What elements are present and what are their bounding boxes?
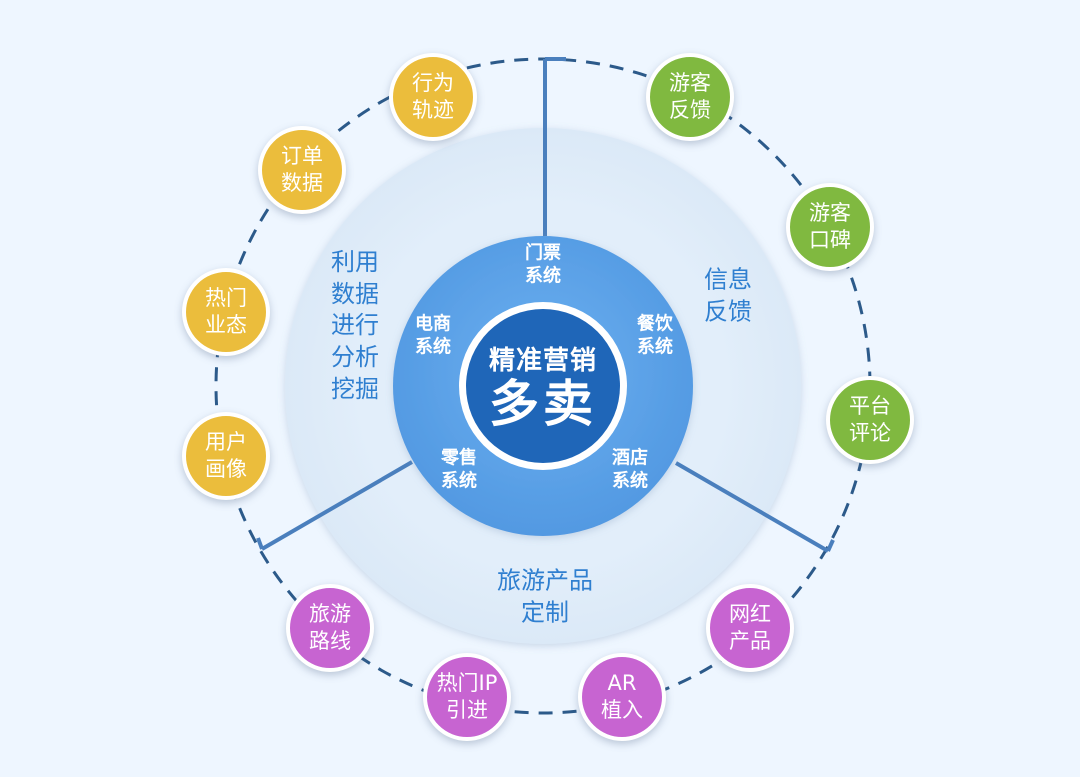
- divider-left: [260, 460, 414, 551]
- node-product: 热门IP 引进: [423, 653, 511, 741]
- core-label: 精准营销 多卖: [489, 340, 597, 432]
- region-label: 旅游产品 定制: [497, 566, 593, 626]
- node-data: 订单 数据: [258, 126, 346, 214]
- core-title: 精准营销: [488, 346, 598, 376]
- system-label: 门票 系统: [525, 242, 561, 287]
- core-subtitle: 多卖: [488, 375, 597, 433]
- region-label: 信息 反馈: [704, 265, 752, 325]
- divider-right: [674, 461, 830, 553]
- system-label: 电商 系统: [415, 313, 451, 358]
- system-label: 零售 系统: [441, 447, 477, 492]
- node-feedback: 游客 口碑: [786, 183, 874, 271]
- node-data: 用户 画像: [182, 412, 270, 500]
- system-label: 餐饮 系统: [637, 313, 673, 358]
- region-label: 利用 数据 进行 分析 挖掘: [331, 247, 379, 403]
- node-product: 旅游 路线: [286, 584, 374, 672]
- node-feedback: 游客 反馈: [646, 53, 734, 141]
- node-product: 网红 产品: [706, 584, 794, 672]
- system-label: 酒店 系统: [612, 447, 648, 492]
- node-feedback: 平台 评论: [826, 376, 914, 464]
- node-data: 热门 业态: [182, 268, 270, 356]
- node-data: 行为 轨迹: [389, 53, 477, 141]
- core-disc: [466, 309, 620, 463]
- node-product: AR 植入: [578, 653, 666, 741]
